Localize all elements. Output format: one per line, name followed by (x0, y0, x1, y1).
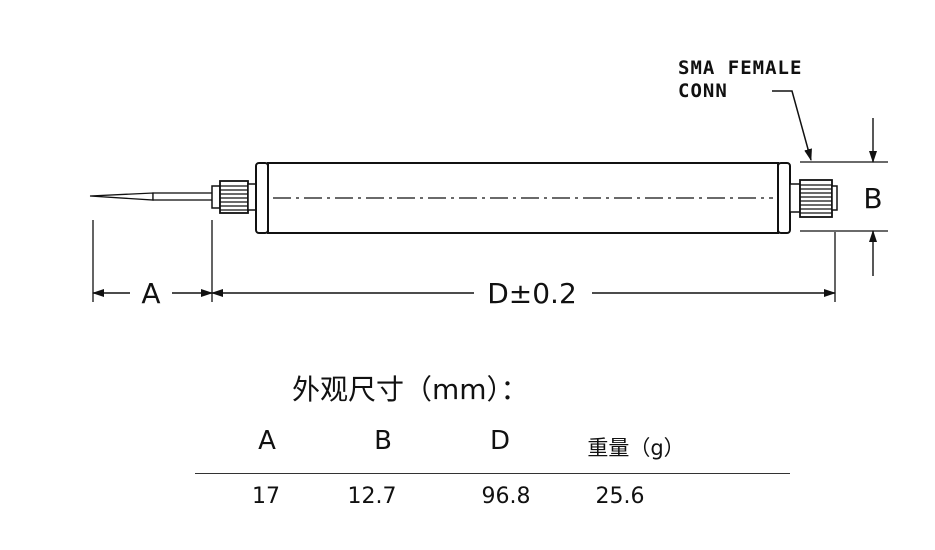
value-d: 96.8 (481, 484, 531, 509)
left-connector-nut (211, 180, 257, 214)
sensor-body (255, 162, 791, 234)
value-b: 12.7 (347, 484, 397, 509)
header-weight: 重量（g） (587, 436, 685, 460)
callout-label-line2: CONN (678, 80, 728, 102)
value-weight: 25.6 (595, 484, 645, 509)
dimensions-caption: 外观尺寸（mm）： (292, 373, 529, 406)
callout-label-line1: SMA FEMALE (678, 57, 802, 79)
callout-leader (772, 90, 812, 161)
header-a: A (258, 426, 276, 456)
value-a: 17 (252, 484, 280, 509)
dimension-b-label: B (863, 182, 882, 215)
dimension-a-label: A (141, 277, 160, 310)
sma-connector (789, 179, 838, 218)
probe-needle (89, 192, 214, 201)
dimension-d-label: D±0.2 (487, 277, 577, 310)
table-rule (195, 473, 790, 474)
header-b: B (374, 426, 392, 456)
header-d: D (489, 426, 511, 456)
